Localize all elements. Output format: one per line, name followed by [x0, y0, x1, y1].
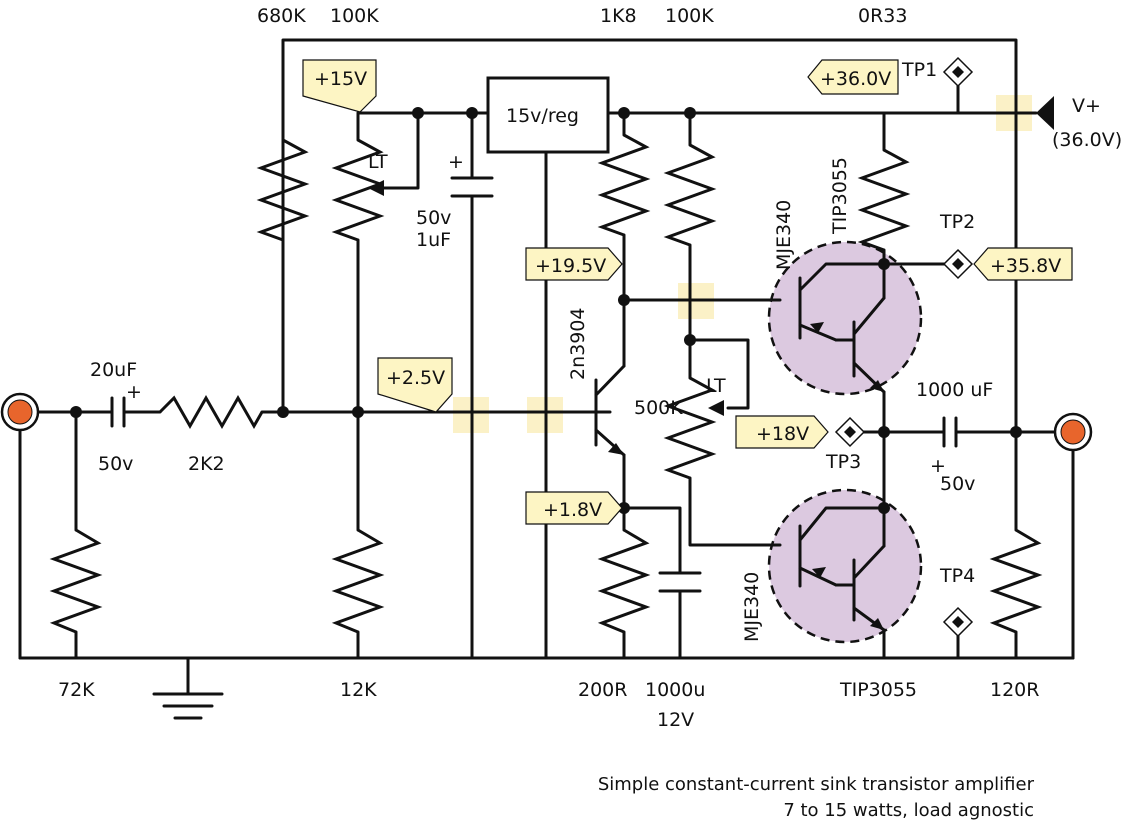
svg-text:+36.0V: +36.0V [820, 68, 891, 90]
label-tip3055-top: TIP3055 [829, 157, 851, 235]
label-1k8: 1K8 [600, 5, 637, 27]
caption-line-1: Simple constant-current sink transistor … [598, 774, 1035, 795]
label-lt-top: LT [368, 151, 388, 173]
label-output-cap-plus: + [930, 455, 946, 477]
label-72k: 72K [58, 679, 95, 701]
label-mje340-top: MJE340 [773, 200, 795, 270]
tp2-diamond-icon [942, 248, 974, 280]
input-section [18, 394, 612, 660]
tag-2-5v: +2.5V [377, 357, 453, 413]
svg-text:+2.5V: +2.5V [386, 367, 445, 389]
label-2k2: 2K2 [188, 453, 225, 475]
trimmer-100k [331, 138, 385, 242]
tp4-diamond-icon [942, 606, 974, 638]
tp1-diamond-icon [942, 56, 974, 88]
tag-35-8v: +35.8V [973, 247, 1073, 281]
label-regulator: 15v/reg [506, 105, 579, 127]
caption-line-2: 7 to 15 watts, load agnostic [783, 800, 1034, 821]
svg-text:+19.5V: +19.5V [535, 255, 606, 277]
svg-text:+1.8V: +1.8V [543, 499, 602, 521]
resistor-100k [663, 143, 717, 247]
regulator-section [450, 76, 610, 660]
label-500k: 500K [634, 397, 683, 419]
tag-1-8v: +1.8V [525, 491, 623, 525]
label-emitter-cap-voltage: 12V [657, 709, 694, 731]
label-reg-cap-voltage: 50v [416, 207, 451, 229]
input-connector-icon [0, 392, 40, 432]
label-mje340-bottom: MJE340 [741, 572, 763, 642]
svg-text:+15V: +15V [314, 68, 367, 90]
resistor-12k [331, 528, 385, 634]
output-section [862, 84, 1075, 660]
label-tip3055-bottom: TIP3055 [839, 679, 917, 701]
label-reg-cap-value: 1uF [416, 229, 451, 251]
upper-darlington [798, 111, 950, 502]
label-120r: 120R [990, 679, 1039, 701]
resistor-1k8 [597, 133, 651, 237]
output-connector-icon [1053, 412, 1093, 452]
label-output-cap-voltage: 50v [940, 473, 975, 495]
label-input-cap-voltage: 50v [98, 453, 133, 475]
label-tp4: TP4 [939, 565, 975, 587]
label-emitter-cap-value: 1000u [645, 679, 705, 701]
label-0r33: 0R33 [858, 5, 907, 27]
resistor-120r [989, 528, 1043, 634]
label-12k: 12K [340, 679, 377, 701]
resistor-680k [256, 138, 310, 242]
tag-18v: +18V [735, 415, 829, 449]
tp3-diamond-icon [834, 416, 866, 448]
label-tp2: TP2 [939, 211, 975, 233]
svg-text:+35.8V: +35.8V [990, 255, 1061, 277]
tag-19-5v: +19.5V [525, 247, 623, 281]
label-680k: 680K [257, 5, 306, 27]
bias-divider [331, 111, 420, 660]
supply-arrow-icon [1036, 96, 1054, 130]
label-supply: V+ [1072, 95, 1101, 117]
resistor-0r33 [857, 148, 911, 252]
tag-15v: +15V [302, 59, 377, 113]
label-100k-pot: 100K [330, 5, 379, 27]
resistor-200r [597, 528, 651, 634]
label-2n3904: 2n3904 [567, 308, 589, 380]
label-input-cap: 20uF [90, 359, 137, 381]
label-reg-cap-plus: + [448, 151, 464, 173]
label-tp1: TP1 [901, 59, 937, 81]
lower-darlington-highlight [767, 488, 923, 644]
ground-icon [152, 656, 224, 720]
label-lt-500k: LT [706, 375, 726, 397]
resistor-2k2 [158, 394, 264, 430]
junction-dots [70, 107, 1022, 514]
label-200r: 200R [578, 679, 627, 701]
svg-text:+18V: +18V [756, 423, 809, 445]
label-input-cap-plus: + [126, 381, 142, 403]
label-output-cap: 1000 uF [916, 379, 993, 401]
resistor-72k [49, 528, 103, 634]
vbias-branch [663, 111, 782, 547]
trimmer-500k [663, 376, 717, 480]
label-supply-value: (36.0V) [1052, 129, 1122, 151]
label-100k: 100K [665, 5, 714, 27]
label-tp3: TP3 [825, 451, 861, 473]
tag-36v: +36.0V [807, 59, 899, 95]
